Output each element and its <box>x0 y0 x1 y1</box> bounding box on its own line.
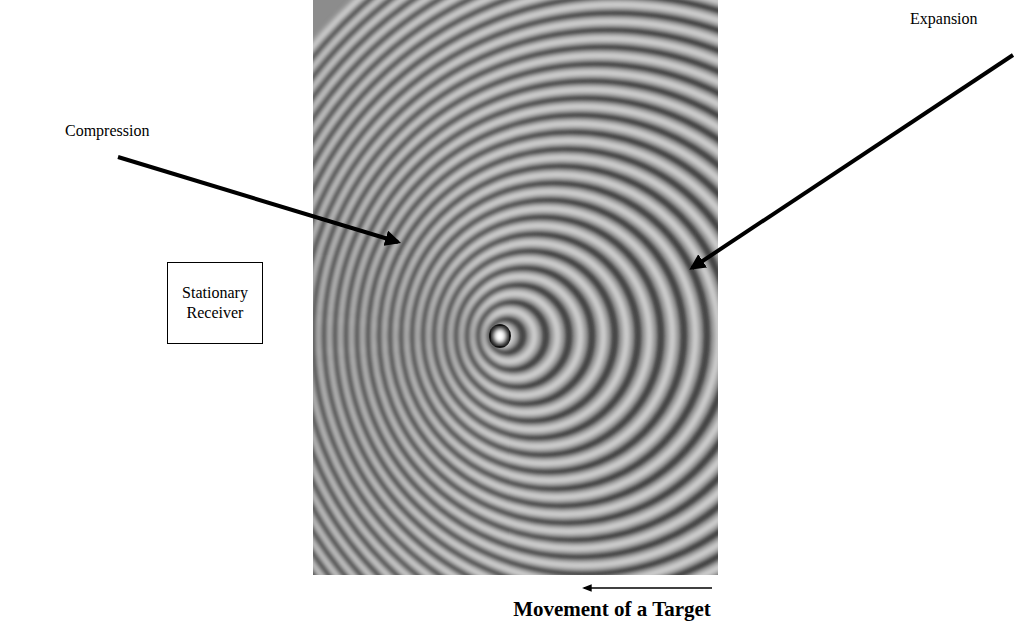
light-band <box>418 209 673 464</box>
node-text: Stationary Receiver <box>174 283 256 323</box>
dark-band <box>445 251 615 421</box>
wave-rings <box>313 0 718 575</box>
dark-band <box>313 0 718 575</box>
dark-band <box>379 149 718 523</box>
light-band <box>313 0 718 575</box>
light-band <box>407 192 696 481</box>
dark-band <box>313 0 718 575</box>
dark-band <box>456 268 592 404</box>
callout-label: Compression <box>65 122 149 140</box>
light-band <box>440 243 627 430</box>
light-band <box>313 0 718 575</box>
dark-band <box>412 200 684 472</box>
callout-label: Expansion <box>910 10 978 28</box>
light-band <box>313 0 718 575</box>
dark-band <box>346 98 718 574</box>
wave-source <box>493 328 507 344</box>
light-band <box>451 260 604 413</box>
caption-label: Movement of a Target <box>513 597 711 622</box>
movement-arrow <box>584 587 712 589</box>
dark-band <box>313 0 718 575</box>
receiver-box: Stationary Receiver <box>167 262 263 344</box>
dark-band <box>489 319 523 353</box>
dark-band <box>401 183 707 489</box>
dark-band <box>357 115 718 557</box>
dark-band <box>434 234 638 438</box>
light-band <box>429 226 650 447</box>
source-ring <box>489 324 511 348</box>
light-band <box>396 175 719 498</box>
dark-band <box>390 166 718 506</box>
dark-band <box>313 0 718 575</box>
dark-band <box>368 132 718 540</box>
light-band <box>385 158 719 515</box>
light-band <box>462 277 581 396</box>
dark-band <box>423 217 661 455</box>
dark-band <box>313 0 718 575</box>
light-band <box>313 0 718 575</box>
leader-arrow <box>692 55 1013 268</box>
dark-band <box>313 0 718 575</box>
light-band <box>313 0 718 575</box>
light-band <box>313 0 718 575</box>
light-band <box>484 311 535 362</box>
dark-band <box>467 285 569 387</box>
light-band <box>473 294 558 379</box>
dark-band <box>478 302 546 370</box>
leader-arrow <box>118 157 398 242</box>
